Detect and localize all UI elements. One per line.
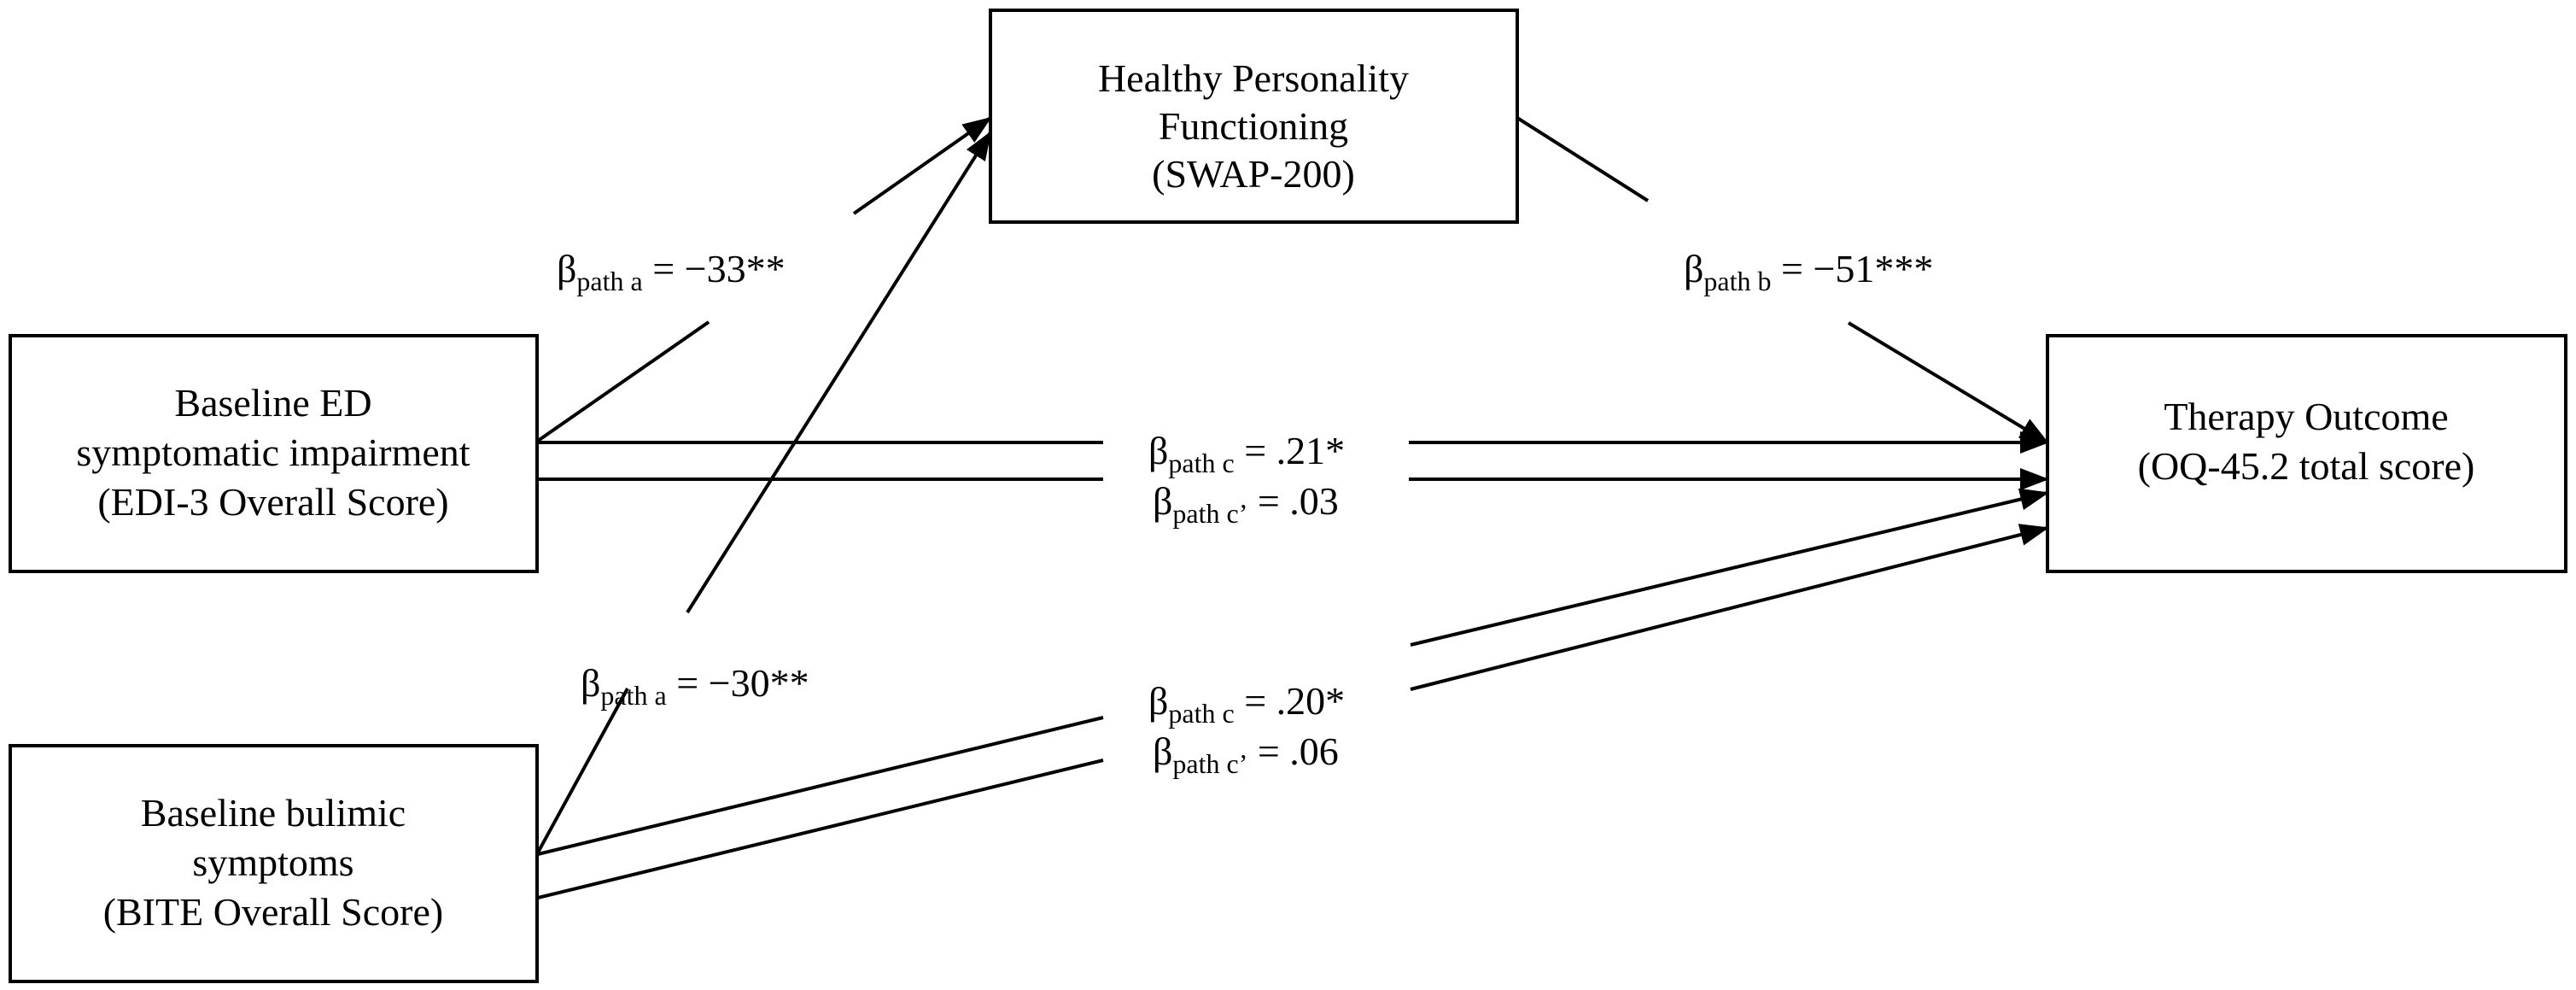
node-mediator-line-3: (SWAP-200): [1152, 152, 1355, 196]
edge-bulimic-to-outcome-c-right: [1410, 488, 2049, 647]
node-mediator-line-1: Healthy Personality: [1098, 56, 1409, 100]
path-label-bulimic-a-sub: path a: [600, 680, 666, 711]
node-predictor-bulimic-line-3: (BITE Overall Score): [103, 890, 444, 934]
path-label-bulimic-c: βpath c = .20*: [1148, 679, 1345, 729]
path-label-b: βpath b = −51***: [1684, 247, 1933, 296]
edge-mediator-to-outcome-upper: [1516, 116, 1650, 202]
node-predictor-bulimic-line-2: symptoms: [192, 841, 353, 884]
path-label-ed-c-prime-value: = .03: [1247, 479, 1338, 523]
edge-bulimic-to-outcome-cprime-right: [1410, 524, 2049, 691]
edge-ed-to-mediator-lower: [536, 320, 710, 442]
path-label-bulimic-c-sub: path c: [1168, 698, 1234, 729]
edge-mediator-to-outcome-lower: [1847, 321, 2049, 444]
node-mediator-line-2: Functioning: [1159, 104, 1348, 148]
node-predictor-ed-line-1: Baseline ED: [174, 381, 371, 425]
path-label-b-symbol: β: [1684, 247, 1703, 290]
path-label-b-value: = −51***: [1772, 247, 1934, 290]
node-outcome-line-2: (OQ-45.2 total score): [2138, 444, 2475, 488]
path-label-ed-c: βpath c = .21*: [1148, 429, 1345, 478]
edge-bulimic-to-mediator-lower: [536, 688, 629, 853]
node-predictor-ed: Baseline ED symptomatic impairment (EDI-…: [9, 334, 539, 573]
path-label-bulimic-c-symbol: β: [1148, 679, 1168, 723]
path-label-bulimic-a: βpath a = −30**: [581, 661, 809, 711]
path-label-ed-c-sub: path c: [1168, 448, 1234, 478]
path-label-ed-a-symbol: β: [557, 247, 576, 290]
path-label-ed-c-prime-symbol: β: [1153, 479, 1172, 523]
path-label-bulimic-c-value: = .20*: [1235, 679, 1345, 723]
path-label-ed-c-prime-sub: path c’: [1172, 498, 1247, 529]
path-label-ed-a-value: = −33**: [643, 247, 786, 290]
edge-bulimic-to-outcome-c-left: [537, 716, 1104, 856]
path-label-bulimic-c-prime-value: = .06: [1247, 729, 1338, 773]
path-label-ed-a: βpath a = −33**: [557, 247, 786, 296]
node-predictor-bulimic: Baseline bulimic symptoms (BITE Overall …: [9, 744, 539, 983]
path-label-bulimic-a-value: = −30**: [667, 661, 809, 705]
path-label-ed-c-prime: βpath c’ = .03: [1153, 479, 1339, 529]
path-label-ed-c-symbol: β: [1148, 429, 1168, 472]
path-label-bulimic-c-prime-sub: path c’: [1172, 748, 1247, 779]
path-label-ed-a-sub: path a: [576, 266, 642, 296]
path-label-ed-c-value: = .21*: [1235, 429, 1345, 472]
node-predictor-ed-line-2: symptomatic impairment: [76, 431, 470, 474]
path-label-b-sub: path b: [1703, 266, 1771, 296]
node-outcome-line-1: Therapy Outcome: [2164, 395, 2448, 438]
path-label-bulimic-a-symbol: β: [581, 661, 600, 705]
node-predictor-bulimic-line-1: Baseline bulimic: [141, 791, 406, 835]
node-predictor-ed-line-3: (EDI-3 Overall Score): [97, 480, 448, 524]
path-label-bulimic-c-prime: βpath c’ = .06: [1153, 729, 1339, 779]
edge-bulimic-to-outcome-cprime-left: [537, 759, 1104, 899]
node-outcome: Therapy Outcome (OQ-45.2 total score): [2046, 334, 2567, 573]
path-label-bulimic-c-prime-symbol: β: [1153, 729, 1172, 773]
node-mediator: Healthy Personality Functioning (SWAP-20…: [989, 9, 1519, 224]
edge-bulimic-to-mediator-upper: [686, 131, 992, 614]
